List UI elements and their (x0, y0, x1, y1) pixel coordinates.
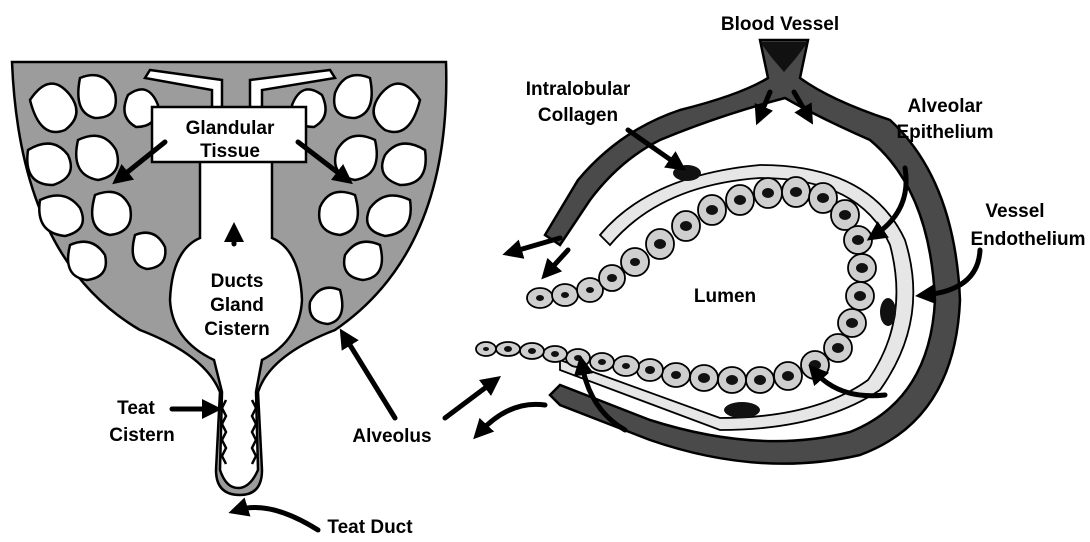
alveolar-label: Alveolar (908, 96, 984, 117)
intralobular-label: Intralobular (526, 79, 631, 100)
gland-label: Gland (210, 295, 264, 316)
endothelium-label: Endothelium (970, 229, 1085, 250)
blood-vessel-label: Blood Vessel (721, 14, 839, 35)
alveolus-detail (476, 40, 960, 464)
endothelial-cell (880, 298, 896, 326)
epithelium-label: Epithelium (896, 122, 993, 143)
ducts-label: Ducts (211, 271, 264, 292)
epithelial-cells (476, 177, 876, 393)
glandular-label-2: Tissue (200, 141, 260, 162)
basal-cell (724, 402, 760, 418)
teat-duct-label: Teat Duct (327, 517, 413, 538)
alveolus-label: Alveolus (352, 426, 431, 447)
teat-cistern-label: Cistern (109, 425, 174, 446)
collagen-label: Collagen (538, 105, 618, 126)
glandular-label-1: Glandular (186, 118, 275, 139)
lumen-label: Lumen (694, 286, 756, 307)
teat-label: Teat (117, 398, 155, 419)
collagen-cell (673, 165, 701, 181)
cistern-label: Cistern (204, 319, 269, 340)
vessel-label: Vessel (985, 201, 1044, 222)
